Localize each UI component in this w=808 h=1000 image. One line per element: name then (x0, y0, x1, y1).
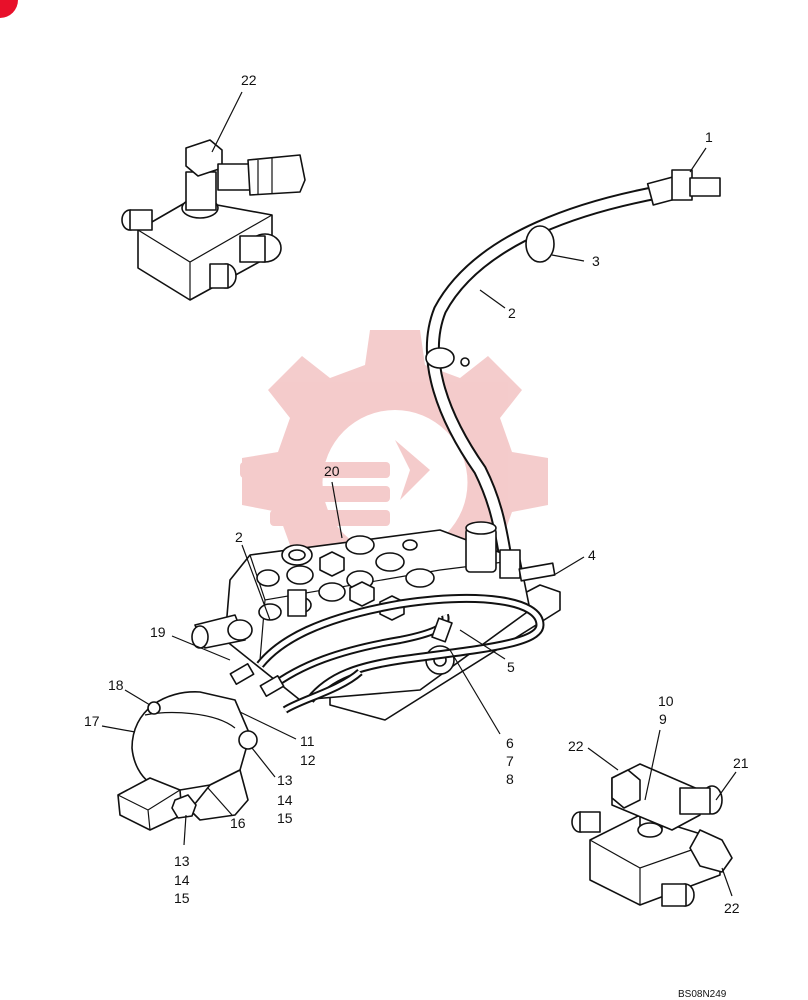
callout: 8 (506, 771, 514, 787)
callout: 18 (108, 677, 124, 693)
callout: 7 (506, 753, 514, 769)
callout: 15 (277, 810, 293, 826)
callout: 9 (659, 711, 667, 727)
leader-3 (551, 254, 585, 262)
leader-6 (449, 649, 501, 735)
pilot-valve-assembly (117, 691, 258, 831)
leader-16 (207, 787, 233, 816)
callout: 16 (230, 815, 246, 831)
leader-2a (479, 289, 506, 309)
callout: 14 (277, 792, 293, 808)
leader-5 (459, 629, 506, 660)
hydraulic-tubes (229, 589, 545, 714)
callout: 5 (507, 659, 515, 675)
callout: 6 (506, 735, 514, 751)
leader-22b (587, 747, 619, 771)
callout: 4 (588, 547, 596, 563)
callout: 15 (174, 890, 190, 906)
callout: 12 (300, 752, 316, 768)
callout: 13 (174, 853, 190, 869)
callout: 22 (724, 900, 740, 916)
callout: 19 (150, 624, 166, 640)
leader-21 (715, 771, 737, 801)
leader-2b (241, 544, 271, 621)
callout: 2 (508, 305, 516, 321)
drawing-code: BS08N249 (678, 989, 727, 1000)
leader-22c (721, 867, 733, 897)
leader-4 (553, 556, 585, 576)
callout: 14 (174, 872, 190, 888)
callout: 1 (705, 129, 713, 145)
hose-assembly (425, 169, 721, 557)
leader-20 (331, 481, 343, 539)
leader-18 (124, 689, 151, 706)
callout: 20 (324, 463, 340, 479)
leader-11 (239, 711, 297, 740)
leader-22a (211, 91, 243, 153)
control-valve-main (191, 521, 561, 721)
callout: 17 (84, 713, 100, 729)
relief-valve-block-bottom (571, 763, 733, 907)
callout-labels: 22 1 3 2 20 2 4 19 5 18 17 11 12 6 7 8 1… (84, 72, 749, 916)
callout: 2 (235, 529, 243, 545)
corner-mark (0, 0, 18, 18)
callout: 22 (241, 72, 257, 88)
relief-valve-block-top (121, 139, 306, 301)
callout: 11 (300, 733, 315, 749)
leader-13b (183, 814, 187, 846)
callout: 21 (733, 755, 749, 771)
leader-9 (644, 729, 661, 801)
callout: 22 (568, 738, 584, 754)
leader-1 (689, 147, 707, 173)
callout: 13 (277, 772, 293, 788)
callout: 3 (592, 253, 600, 269)
callout: 10 (658, 693, 674, 709)
leader-13a (251, 747, 276, 778)
leader-19 (171, 635, 231, 661)
leader-17 (101, 725, 136, 733)
